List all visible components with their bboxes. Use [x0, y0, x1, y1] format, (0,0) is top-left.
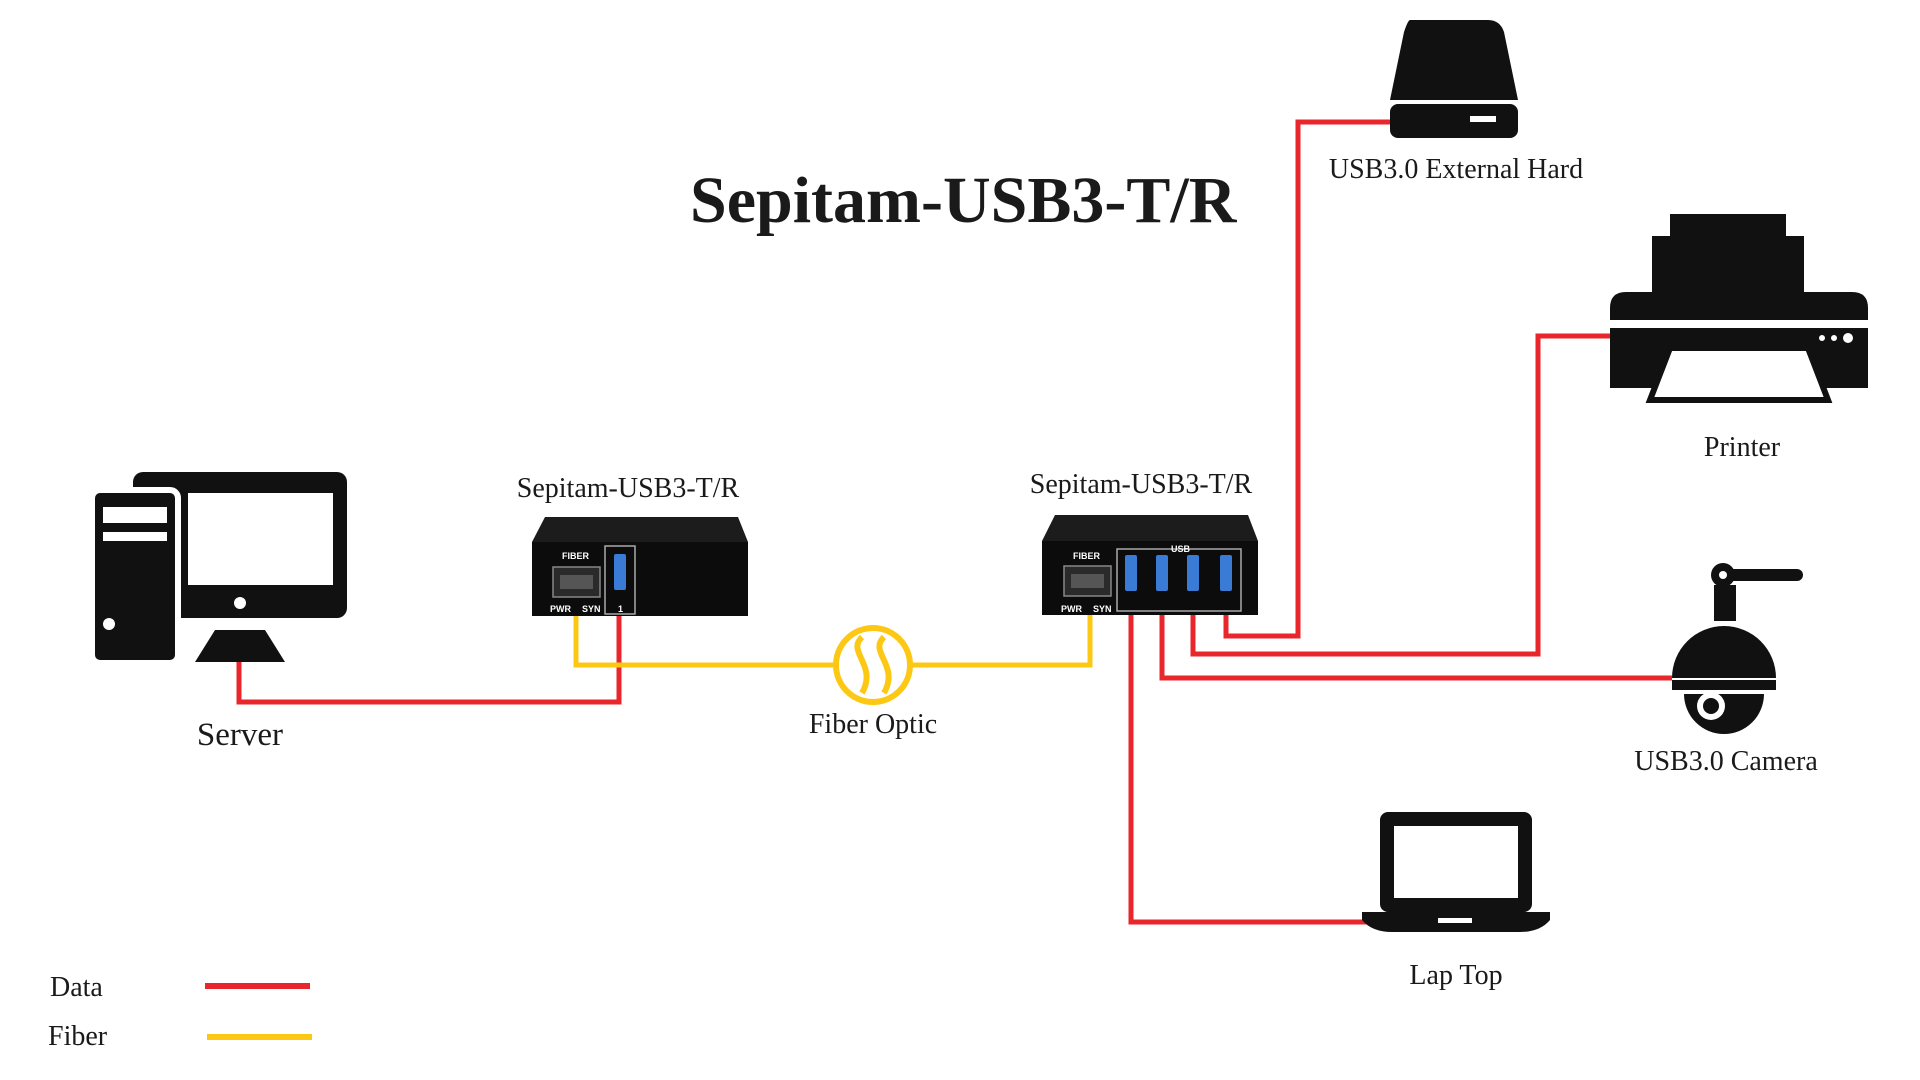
- receiver-syn-text: SYN: [1093, 604, 1112, 614]
- data-line-hard-drive: [1223, 119, 1390, 639]
- legend: Data Fiber: [48, 972, 312, 1052]
- data-line-printer: [1190, 333, 1612, 657]
- data-line-camera: [1159, 596, 1672, 681]
- transmitter-pwr-text: PWR: [550, 604, 571, 614]
- transmitter-device: FIBER PWR SYN 1: [532, 517, 748, 616]
- fiber-line-transmitter: [573, 614, 836, 668]
- diagram-title: Sepitam-USB3-T/R: [690, 164, 1238, 237]
- usb-port-2-icon: [1156, 555, 1168, 591]
- legend-fiber-label: Fiber: [48, 1021, 108, 1052]
- printer-icon: [1610, 210, 1868, 403]
- usb-port-4-icon: [1220, 555, 1232, 591]
- laptop-label: Lap Top: [1409, 960, 1502, 991]
- hard-drive-label: USB3.0 External Hard: [1329, 154, 1583, 185]
- camera-label: USB3.0 Camera: [1634, 746, 1818, 777]
- receiver-usb-text: USB: [1171, 544, 1191, 554]
- server-icon: [89, 472, 347, 666]
- data-line-laptop: [1128, 596, 1370, 925]
- fiber-optic-label: Fiber Optic: [809, 709, 937, 740]
- laptop-icon: [1362, 812, 1550, 932]
- camera-icon: [1672, 563, 1803, 734]
- usb-port-3-icon: [1187, 555, 1199, 591]
- receiver-fiber-text: FIBER: [1073, 551, 1101, 561]
- usb-port-icon: [614, 554, 626, 590]
- server-label: Server: [197, 717, 283, 753]
- usb-port-1-icon: [1125, 555, 1137, 591]
- fiber-line-receiver: [911, 610, 1093, 668]
- transmitter-port-number: 1: [618, 604, 623, 614]
- data-line-server: [236, 614, 622, 705]
- transmitter-label: Sepitam-USB3-T/R: [517, 473, 740, 504]
- receiver-label: Sepitam-USB3-T/R: [1030, 469, 1253, 500]
- receiver-pwr-text: PWR: [1061, 604, 1082, 614]
- legend-data-label: Data: [50, 972, 103, 1003]
- receiver-device: FIBER USB PWR SYN: [1042, 515, 1258, 615]
- hard-drive-icon: [1390, 20, 1518, 138]
- transmitter-fiber-text: FIBER: [562, 551, 590, 561]
- printer-label: Printer: [1704, 432, 1781, 463]
- transmitter-syn-text: SYN: [582, 604, 601, 614]
- fiber-optic-icon: [833, 625, 913, 705]
- connections: [236, 119, 1672, 925]
